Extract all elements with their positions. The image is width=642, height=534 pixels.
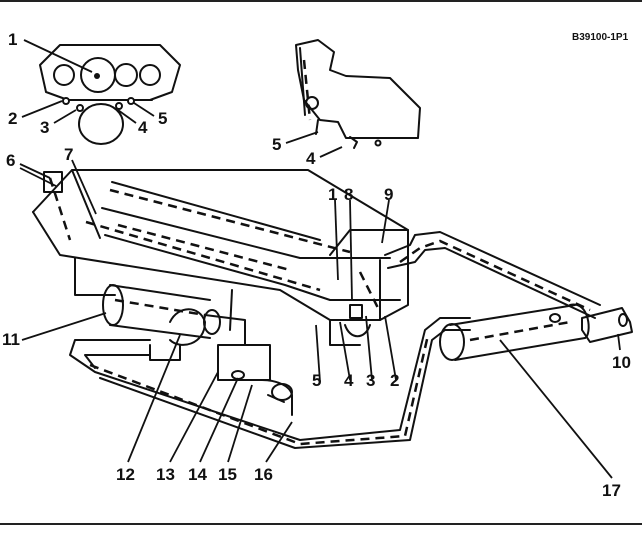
callout-14: 14 — [188, 465, 207, 484]
callout-12: 12 — [116, 465, 135, 484]
callout-10: 10 — [612, 353, 631, 372]
manifold-and-crossover — [102, 284, 293, 416]
callout-9: 9 — [384, 185, 393, 204]
engine-side-view-inset — [295, 39, 421, 149]
leader-lines — [19, 39, 621, 479]
callout-3-main: 3 — [366, 371, 375, 390]
bottom-rule — [0, 523, 642, 525]
callout-4-side: 4 — [306, 149, 316, 168]
callout-2: 2 — [8, 109, 17, 128]
callout-labels: 1 2 3 4 5 5 4 6 7 1 8 9 11 10 5 4 3 2 12… — [2, 30, 631, 500]
muffler — [439, 303, 590, 361]
tailpipe — [384, 231, 633, 343]
callout-2-main: 2 — [390, 371, 399, 390]
callout-1-main: 1 — [328, 185, 337, 204]
callout-15: 15 — [218, 465, 237, 484]
callout-11: 11 — [2, 330, 20, 349]
callout-4: 4 — [138, 118, 148, 137]
callout-4-main: 4 — [344, 371, 354, 390]
callout-5-side: 5 — [272, 135, 281, 154]
callout-8: 8 — [344, 185, 353, 204]
callout-16: 16 — [254, 465, 273, 484]
engine-front-view-inset — [39, 44, 181, 145]
callout-6: 6 — [6, 151, 15, 170]
top-rule — [0, 0, 642, 2]
callout-17: 17 — [602, 481, 621, 500]
callout-5-main: 5 — [312, 371, 321, 390]
callout-1: 1 — [8, 30, 17, 49]
engine-assembly — [32, 169, 409, 346]
callout-5: 5 — [158, 109, 167, 128]
callout-13: 13 — [156, 465, 175, 484]
figure-reference-code: B39100-1P1 — [572, 32, 629, 43]
callout-7: 7 — [64, 145, 73, 164]
crossover-pipe — [69, 317, 471, 449]
callout-3: 3 — [40, 118, 49, 137]
